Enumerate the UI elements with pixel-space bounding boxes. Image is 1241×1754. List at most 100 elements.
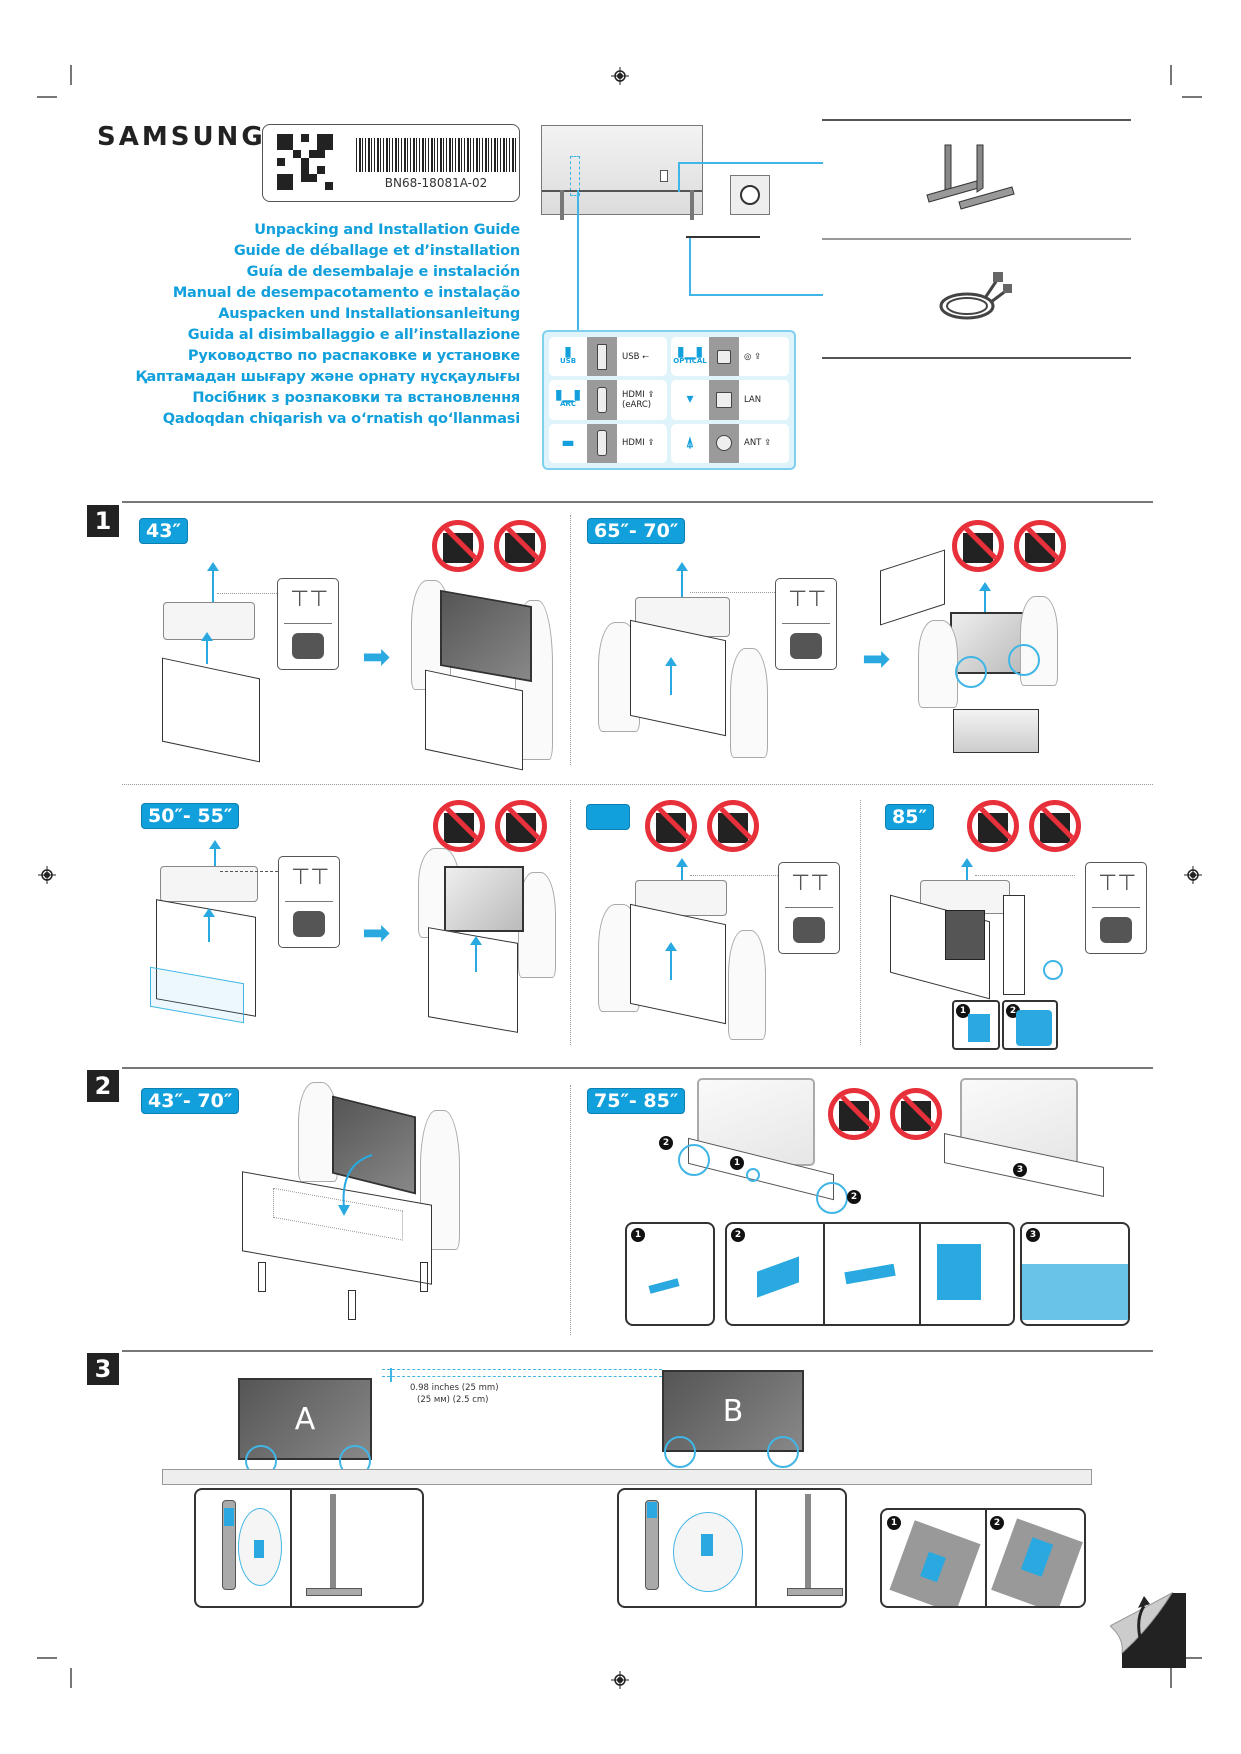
- handle-detail-2: 2: [1002, 1000, 1058, 1050]
- lift-arrow-icon: [470, 936, 482, 972]
- crop-mark: [1182, 96, 1202, 98]
- step-number: 3: [87, 1353, 119, 1385]
- detail-callout: [1008, 644, 1040, 676]
- tv-box: [425, 669, 523, 771]
- next-arrow-icon: ➡: [862, 639, 891, 679]
- registration-mark-icon: [611, 1671, 629, 1689]
- tv-box: [630, 903, 726, 1025]
- box-side: [1003, 895, 1025, 995]
- hdmi-port-icon: [587, 380, 617, 420]
- substep-marker: 1: [730, 1156, 744, 1170]
- empty-box: [880, 549, 945, 626]
- dimension-text: 0.98 inches (25 mm) (25 мм) (2.5 cm): [410, 1383, 499, 1405]
- size-badge: 50″- 55″: [141, 803, 240, 829]
- stand-insert-detail: 1 2: [880, 1508, 1086, 1608]
- step-number: 1: [87, 505, 119, 537]
- crop-mark: [70, 65, 72, 85]
- port-antenna: ⍋ ANT ⇪: [671, 423, 789, 463]
- accessory-box: ⊤⊤: [277, 578, 339, 670]
- guide-title: Посібник з розпаковки та встановлення: [192, 390, 520, 406]
- tv-box: [162, 657, 260, 763]
- substep-marker: 2: [659, 1136, 673, 1150]
- prohibited-screen-press-icon: [967, 800, 1019, 852]
- guide-title: Қаптамадан шығару және орнату нұсқаулығы: [135, 369, 520, 385]
- registration-mark-icon: [38, 866, 56, 884]
- step-number: 2: [87, 1070, 119, 1102]
- foot-callout: [767, 1436, 799, 1468]
- guide-title: Guida al disimballaggio e all’installazi…: [187, 327, 521, 343]
- port-area-highlight: [570, 156, 580, 196]
- port-label: ANT ⇪: [744, 438, 772, 449]
- handle-detail-1: 1: [952, 1000, 1000, 1050]
- detail-panel-2: 2: [725, 1222, 1015, 1326]
- guide-title: Auspacken und Installationsanleitung: [218, 306, 520, 322]
- port-label: ◎ ⇪: [744, 351, 762, 362]
- registration-mark-icon: [611, 67, 629, 85]
- prohibited-screen-press-icon: [952, 520, 1004, 572]
- guide-title: Unpacking and Installation Guide: [254, 222, 520, 238]
- detail-panel-1: 1: [625, 1222, 715, 1326]
- lay-down-arrow-icon: [338, 1154, 373, 1216]
- guide-title: Руководство по распаковке и установке: [187, 348, 520, 364]
- prohibited-screen-touch-icon: [1014, 520, 1066, 572]
- optical-port-icon: [709, 337, 739, 377]
- hand-detail: [953, 709, 1039, 753]
- person-illustration: [420, 1110, 460, 1250]
- lift-arrow-icon: [201, 632, 213, 664]
- label-box: [262, 124, 520, 202]
- foam-insert: [163, 602, 255, 640]
- substep-marker: 3: [1013, 1163, 1027, 1177]
- tv-illustration: [444, 866, 524, 932]
- accessory-box: ⊤⊤: [278, 856, 340, 948]
- prohibited-screen-touch-icon: [494, 520, 546, 572]
- prohibited-heat-icon: [890, 1088, 942, 1140]
- size-badge: 65″- 70″: [587, 518, 686, 544]
- usb-drive-icon: ▮USB: [559, 343, 577, 365]
- lan-port-icon: [709, 380, 739, 420]
- port-label: HDMI ⇪ (eARC): [622, 389, 655, 410]
- tv-b-label: B: [722, 1393, 744, 1429]
- person-illustration: [728, 930, 766, 1040]
- prohibited-screen-press-icon: [645, 800, 697, 852]
- accessory-box: ⊤⊤: [775, 578, 837, 670]
- size-badge: [586, 804, 630, 830]
- crop-mark: [70, 1668, 72, 1688]
- size-badge: 75″- 85″: [587, 1088, 686, 1114]
- tv-a-label: A: [294, 1401, 316, 1437]
- speakers-icon: ▮▁▮ARC: [554, 386, 582, 408]
- guide-title: Guide de déballage et d’installation: [233, 243, 520, 259]
- detail-callout: [746, 1168, 760, 1182]
- tv-back-illustration: [541, 125, 703, 220]
- size-badge: 43″: [139, 518, 188, 544]
- accessory-box: ⊤⊤: [778, 862, 840, 954]
- wall-outlet-icon: [730, 175, 770, 215]
- detail-panel-3: 3: [1020, 1222, 1130, 1326]
- person-illustration: [730, 648, 768, 758]
- prohibited-screen-press-icon: [433, 800, 485, 852]
- foot-callout: [664, 1436, 696, 1468]
- crop-mark: [1170, 65, 1172, 85]
- size-badge: 85″: [885, 804, 934, 830]
- lift-arrow-icon: [676, 858, 688, 884]
- size-badge: 43″- 70″: [141, 1088, 240, 1114]
- detail-callout: [1043, 960, 1063, 980]
- detail-callout: [955, 656, 987, 688]
- guide-title: Guía de desembalaje e instalación: [246, 264, 521, 280]
- page-turn-icon: [1110, 1591, 1186, 1668]
- part-number: BN68-18081A-02: [384, 176, 488, 190]
- lift-arrow-icon: [676, 562, 688, 598]
- substep-marker: 2: [847, 1190, 861, 1204]
- crop-mark: [1182, 1657, 1202, 1659]
- lift-arrow-icon: [665, 942, 677, 980]
- tv-illustration: [440, 589, 532, 683]
- registration-mark-icon: [1184, 866, 1202, 884]
- accessory-box: ⊤⊤: [1085, 862, 1147, 954]
- port-label: HDMI ⇪: [622, 438, 655, 449]
- lan-plug-icon: ▾: [686, 391, 694, 408]
- lift-arrow-icon: [209, 840, 221, 882]
- crop-mark: [37, 1657, 57, 1659]
- ports-panel: ▮USB USB ⭠ ▮▁▮OPTICAL ◎ ⇪ ▮▁▮ARC HDMI ⇪ …: [542, 330, 796, 470]
- tv-box: [630, 619, 726, 737]
- usb-port-icon: [587, 337, 617, 377]
- lift-arrow-icon: [961, 858, 973, 888]
